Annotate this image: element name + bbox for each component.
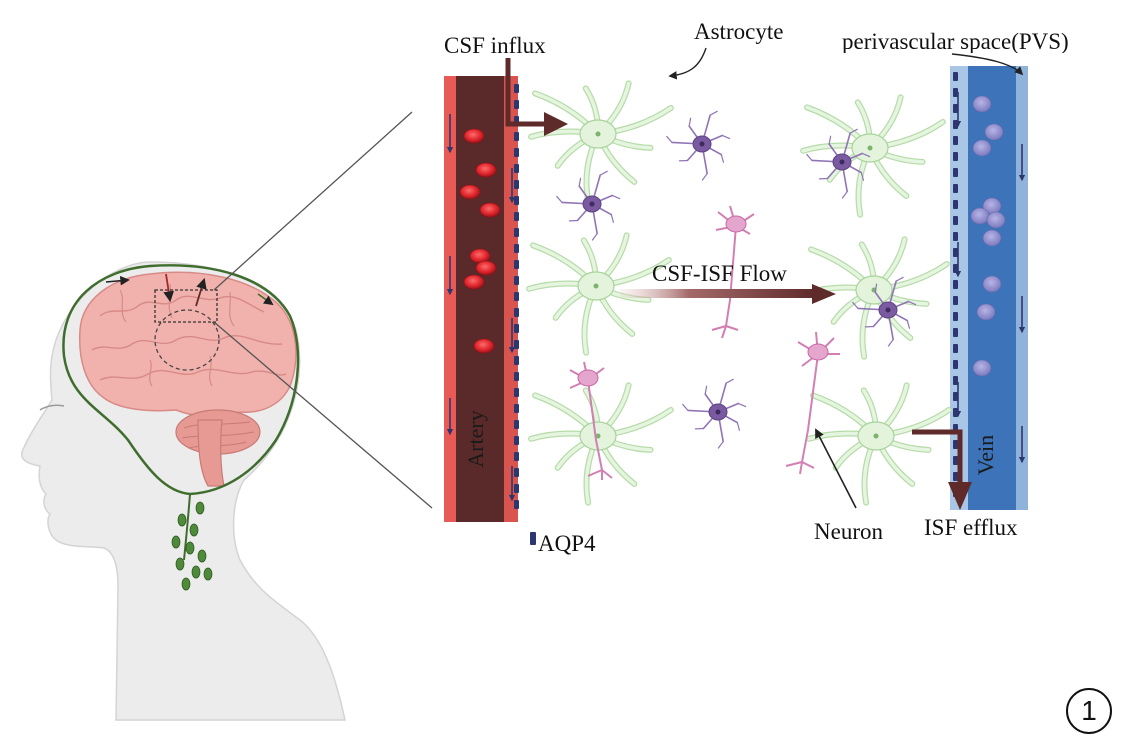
astrocyte-cell [800,94,946,218]
neuron-somas [577,215,829,387]
aqp4-channels-vein [953,72,958,497]
microglia-cells [556,110,917,449]
aqp4-channels-artery [514,84,519,509]
head-flow-arrow-icon [105,275,130,286]
zoom-line-top [213,111,413,291]
zoom-region-circle [154,309,220,371]
astrocytes [526,80,952,506]
csf-isf-flow-arrow-icon [620,284,836,304]
microglia-cell [806,128,871,199]
pvs-pointer-icon [951,53,1024,76]
efflux-mini-arrow-icon [195,277,207,307]
head-flow-arrow-icon [257,293,274,306]
artery-label: Artery [463,410,488,468]
zoom-region-box [154,289,218,323]
microglia-cell [682,378,747,449]
brain [78,271,297,487]
csf-influx-label: CSF influx [444,33,546,58]
microglia-cell [556,170,621,241]
astrocyte-cell [528,382,674,506]
zoom-line-bottom [213,321,433,509]
csf-influx-arrow-icon [505,58,568,136]
astrocyte-cell [806,382,952,506]
microglia-cell [666,110,731,181]
vein-label: Vein [973,434,998,476]
neuron-label: Neuron [814,519,883,544]
neuron-pointer-icon [815,428,857,509]
isf-efflux-label: ISF efflux [924,515,1018,540]
lymph-nodes-icon [171,493,213,591]
astrocyte-label: Astrocyte [694,19,784,44]
microglia-cell [852,276,917,347]
csf-isf-flow-label: CSF-ISF Flow [652,261,787,286]
astrocyte-cell [804,236,950,360]
glymphatic-outline [62,264,300,496]
aqp4-label: AQP4 [538,531,596,556]
influx-mini-arrow-icon [163,273,175,303]
isf-efflux-arrow-icon [912,429,972,510]
figure-number-badge: 1 [1066,688,1112,734]
astrocyte-cell [528,80,674,204]
pvs-label: perivascular space(PVS) [842,30,1069,53]
aqp4-legend-marker [530,532,536,545]
astrocyte-pointer-icon [668,47,707,80]
